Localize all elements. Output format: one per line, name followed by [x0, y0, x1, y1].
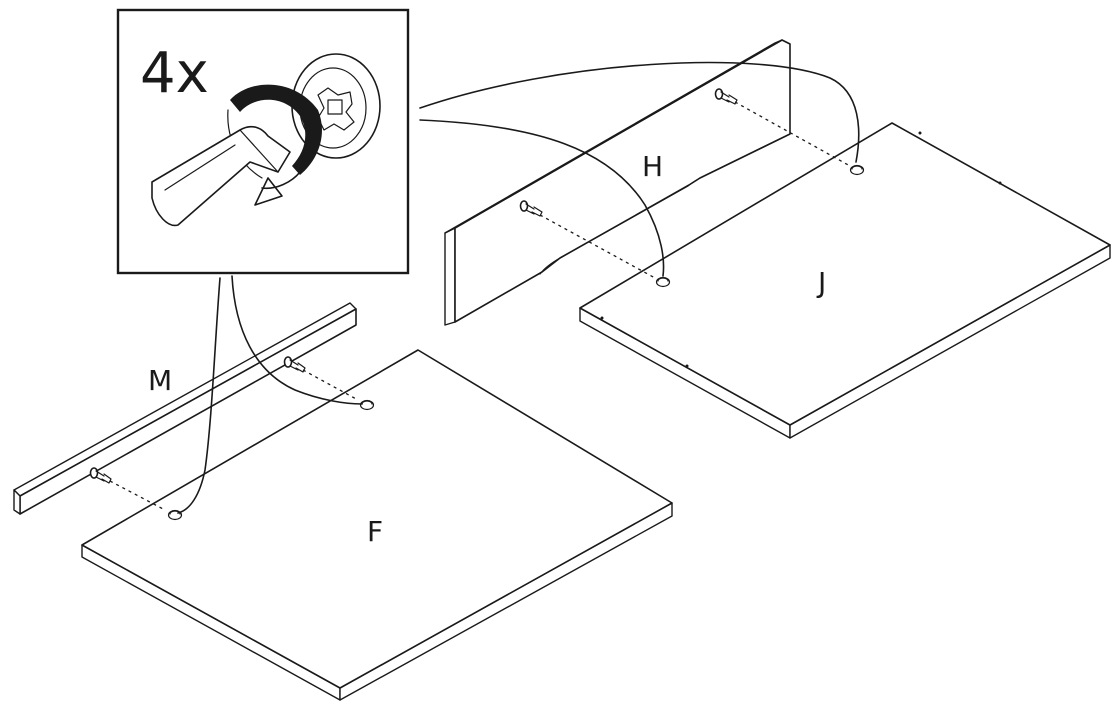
part-label-f: F — [367, 515, 383, 548]
cam-lock-hole-f-2 — [359, 399, 375, 411]
alignment-dotted-line — [539, 214, 656, 279]
callout-box: 4x — [116, 8, 410, 275]
cam-bolt — [714, 88, 738, 105]
quantity-label: 4x — [140, 41, 209, 106]
callout-leader-lines — [177, 61, 860, 514]
cam-bolt — [89, 467, 112, 484]
alignment-dotted-line — [734, 101, 851, 167]
part-label-m: M — [148, 364, 172, 397]
panel-j-edge-holes — [600, 131, 1002, 368]
rail-m — [13, 302, 357, 515]
panel-f — [81, 349, 673, 701]
alignment-dotted-line — [109, 480, 166, 511]
part-label-j: J — [816, 266, 826, 299]
cam-lock-hole-j-1 — [655, 276, 671, 288]
part-label-h: H — [642, 150, 663, 183]
panel-j — [579, 122, 1111, 439]
cam-bolt — [519, 200, 543, 217]
panel-h — [444, 39, 791, 326]
cam-bolt — [283, 356, 306, 373]
cam-lock-hole-j-2 — [849, 164, 865, 176]
screwdriver-turning-cam-lock-icon — [151, 53, 381, 227]
